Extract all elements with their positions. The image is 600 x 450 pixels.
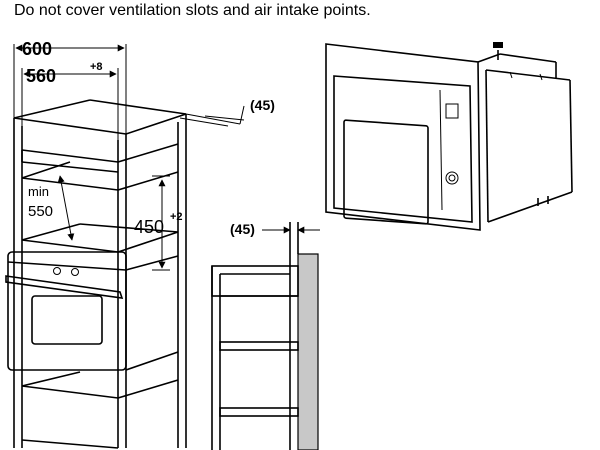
height-value-label: 450 bbox=[134, 217, 164, 237]
min-label: min bbox=[28, 184, 49, 199]
depth-top-label: (45) bbox=[250, 97, 275, 113]
width-inner-label: 560 bbox=[26, 66, 56, 86]
cabinet-drawing bbox=[5, 44, 245, 449]
width-inner-tolerance: +8 bbox=[90, 61, 103, 73]
side-section-drawing bbox=[211, 222, 320, 450]
width-outer-label: 600 bbox=[22, 39, 52, 59]
microwave-drawing bbox=[325, 42, 573, 231]
min-value-label: 550 bbox=[28, 203, 53, 220]
ventilation-caption: Do not cover ventilation slots and air i… bbox=[14, 2, 371, 19]
side-gap-label: (45) bbox=[230, 221, 255, 237]
height-tolerance: +2 bbox=[170, 211, 183, 223]
